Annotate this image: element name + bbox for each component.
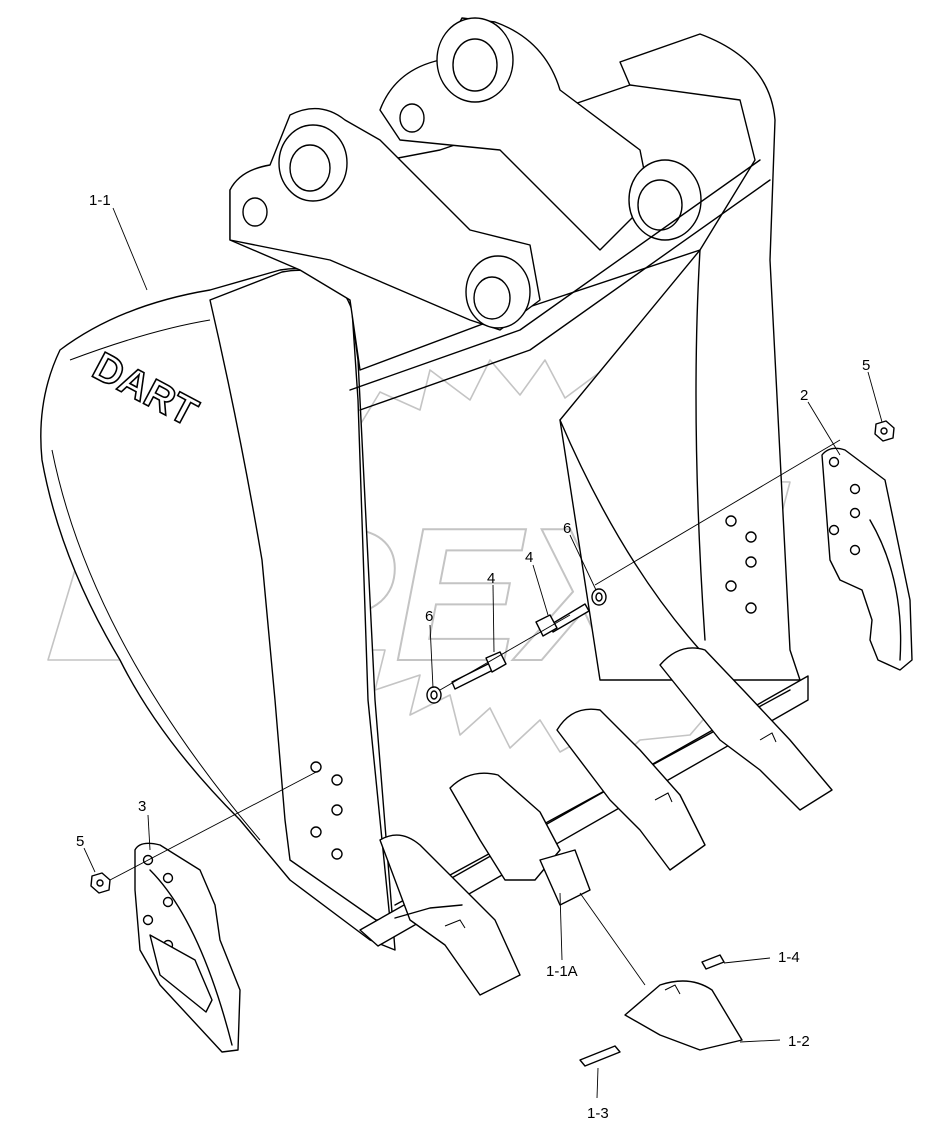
nut-right	[874, 420, 895, 442]
left-plate-holes	[310, 761, 343, 860]
label-pin: 1-3	[587, 1105, 609, 1122]
washer-right	[591, 588, 607, 606]
exploded-tooth	[624, 980, 743, 1051]
label-right-side-cutter: 2	[800, 387, 808, 404]
right-plate-holes	[725, 515, 757, 614]
label-nut-right: 5	[862, 357, 870, 374]
right-side-cutter	[821, 447, 913, 671]
nut-left	[90, 872, 111, 894]
label-adapter: 1-1A	[546, 963, 578, 980]
bucket-teeth-row	[379, 647, 833, 996]
bucket-body: DART	[40, 17, 809, 951]
washer-center	[426, 686, 442, 704]
label-lock: 1-4	[778, 949, 800, 966]
left-side-cutter	[134, 842, 241, 1053]
label-tooth: 1-2	[788, 1033, 810, 1050]
label-bolt-right: 4	[525, 549, 533, 566]
label-nut-left: 5	[76, 833, 84, 850]
bolt-center	[451, 651, 507, 690]
label-bolt-center: 4	[487, 570, 495, 587]
exploded-pin	[579, 1045, 621, 1067]
bolt-right	[535, 603, 590, 637]
leader-lines	[83, 207, 883, 1099]
label-washer-right: 6	[563, 520, 571, 537]
label-washer-center: 6	[425, 608, 433, 625]
label-bucket: 1-1	[89, 192, 111, 209]
label-left-side-cutter: 3	[138, 798, 146, 815]
exploded-lock	[701, 954, 725, 970]
callout-labels: 1-1 2 5 3 5 4 4 6 6 1-1A 1-4 1-2 1-3	[76, 192, 870, 1122]
